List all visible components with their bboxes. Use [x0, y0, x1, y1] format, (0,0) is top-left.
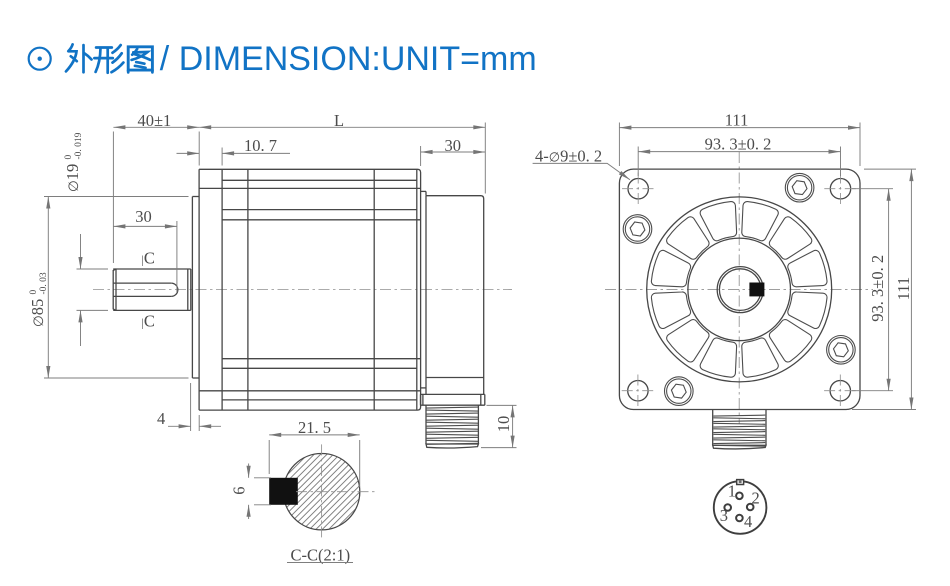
svg-text:∅19: ∅19: [63, 164, 82, 192]
svg-text:C-C(2:1): C-C(2:1): [291, 546, 351, 565]
svg-text:/ DIMENSION:UNIT=mm: / DIMENSION:UNIT=mm: [160, 40, 537, 78]
svg-text:0: 0: [64, 155, 74, 160]
svg-text:4-∅9±0. 2: 4-∅9±0. 2: [535, 146, 602, 165]
svg-text:111: 111: [725, 111, 749, 130]
svg-text:40±1: 40±1: [138, 111, 172, 130]
svg-text:2: 2: [752, 489, 760, 508]
svg-text:4: 4: [744, 512, 752, 531]
svg-text:|C: |C: [142, 249, 155, 268]
svg-text:|C: |C: [142, 312, 155, 331]
svg-text:-0. 019: -0. 019: [74, 132, 84, 159]
svg-text:6: 6: [230, 486, 249, 494]
svg-text:93. 3±0. 2: 93. 3±0. 2: [868, 255, 887, 322]
svg-text:93. 3±0. 2: 93. 3±0. 2: [705, 135, 772, 154]
svg-text:30: 30: [445, 136, 462, 155]
svg-text:L: L: [334, 111, 344, 130]
svg-text:4: 4: [157, 409, 165, 428]
svg-text:21. 5: 21. 5: [298, 418, 331, 437]
svg-text:0: 0: [29, 290, 39, 295]
svg-text:111: 111: [894, 277, 913, 301]
svg-text:10. 7: 10. 7: [244, 136, 277, 155]
svg-text:3: 3: [720, 506, 728, 525]
svg-text:10: 10: [494, 416, 513, 433]
svg-text:1: 1: [728, 481, 736, 500]
svg-text:-0. 03: -0. 03: [39, 272, 49, 294]
svg-text:∅85: ∅85: [28, 299, 47, 327]
svg-text:30: 30: [135, 207, 152, 226]
